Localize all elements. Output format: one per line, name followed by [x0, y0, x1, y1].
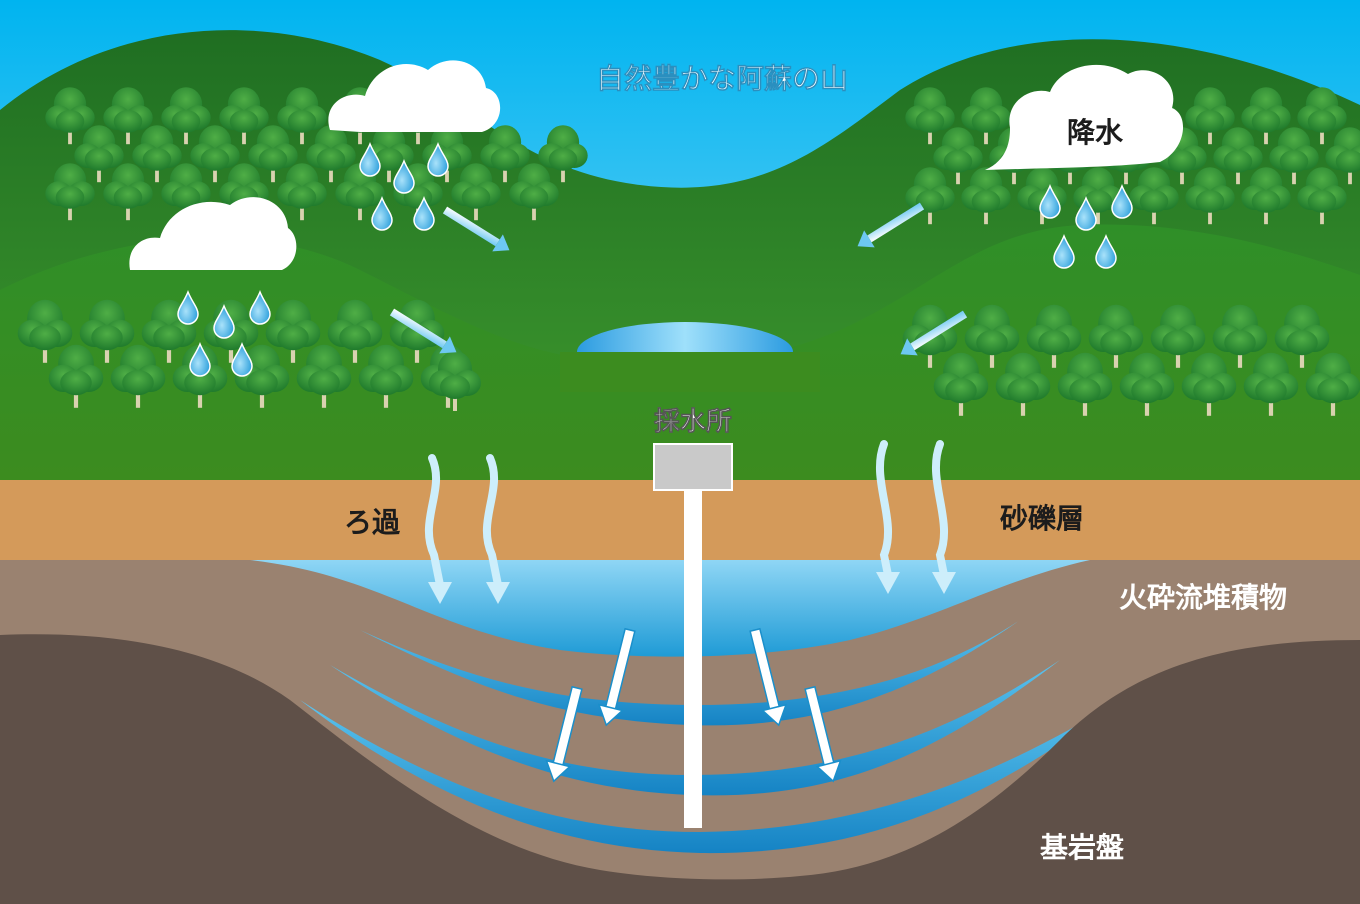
cloud-left — [129, 197, 297, 270]
gravel-label: 砂礫層 — [1000, 502, 1084, 535]
aquifer-band-3 — [300, 700, 1120, 854]
cloud-right — [985, 64, 1184, 170]
aquifer-top — [250, 560, 1090, 657]
title-label: 自然豊かな阿蘇の山 — [596, 62, 848, 95]
aquifer-band-2 — [330, 660, 1060, 796]
intake-station — [653, 443, 733, 491]
precipitation-label: 降水 — [1067, 116, 1124, 149]
intake-label: 採水所 — [654, 407, 732, 437]
bedrock-label: 基岩盤 — [1040, 831, 1125, 864]
mountain-front — [0, 224, 1360, 480]
runoff-arrows — [389, 202, 968, 356]
deep-flow-arrows — [545, 627, 842, 783]
infiltration-arrows — [424, 440, 956, 604]
bedrock — [0, 634, 1360, 904]
gravel-layer — [0, 480, 1360, 562]
pyroclastic-label: 火砕流堆積物 — [1119, 581, 1287, 614]
aquifer-band-1 — [360, 620, 1020, 726]
cloud-top-left — [328, 60, 501, 132]
well-pipe — [684, 490, 702, 828]
filtration-label: ろ過 — [344, 506, 401, 539]
